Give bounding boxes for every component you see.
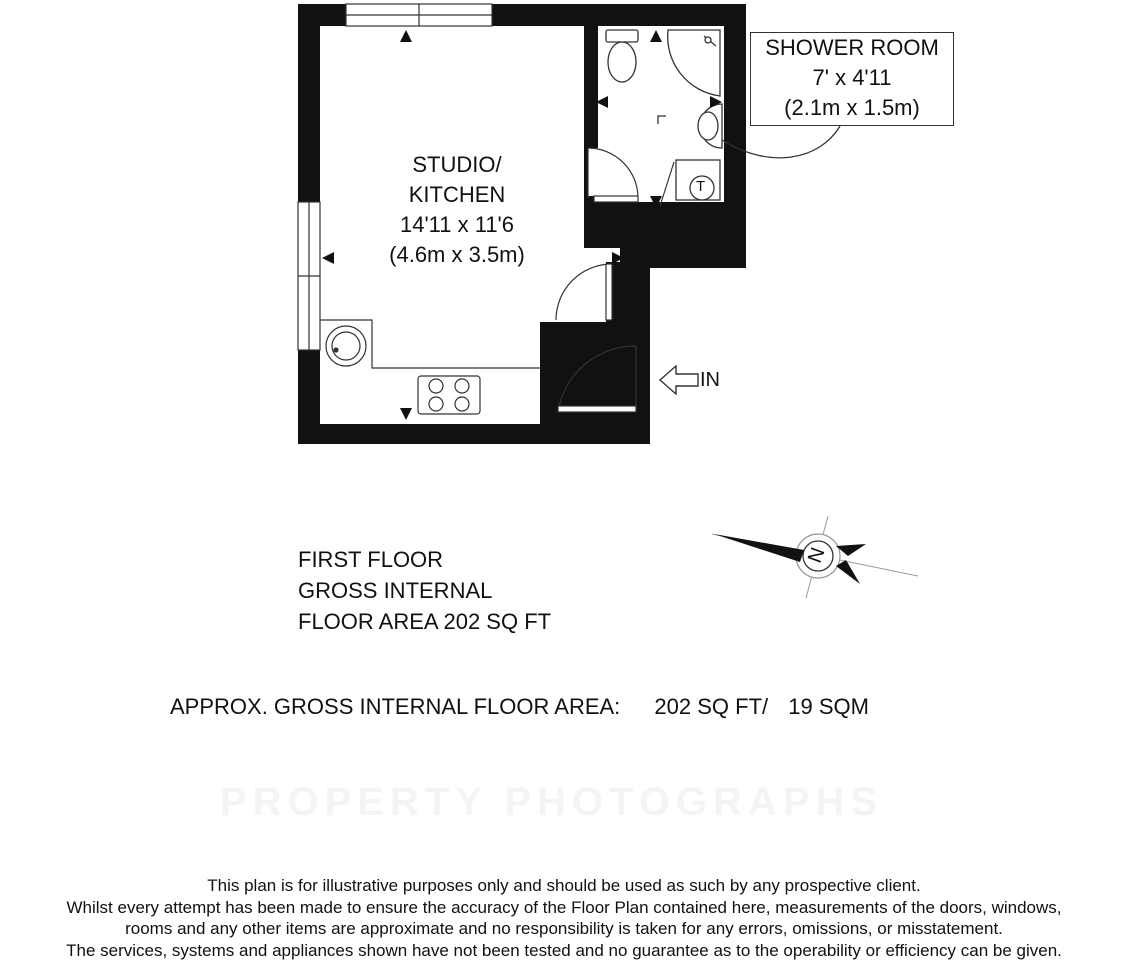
lobby-wall-top — [540, 322, 612, 328]
lobby-wall-left — [540, 322, 556, 444]
disclaimer-line2: Whilst every attempt has been made to en… — [66, 897, 1062, 917]
shower-fixtures — [605, 29, 841, 201]
entrance-arrow-icon — [658, 364, 699, 396]
toilet-cistern — [605, 29, 639, 43]
studio-label: STUDIO/ KITCHEN 14'11 x 11'6 (4.6m x 3.5… — [362, 150, 552, 270]
windows — [297, 3, 493, 351]
partition-wall — [584, 26, 598, 148]
shower-room-label: SHOWER ROOM 7' x 4'11 (2.1m x 1.5m) — [750, 32, 954, 126]
floor-summary-line2: GROSS INTERNAL — [298, 578, 493, 603]
partition-wall-lower — [584, 196, 598, 248]
total-area-label: APPROX. GROSS INTERNAL FLOOR AREA: — [170, 694, 621, 719]
studio-name-line1: STUDIO/ — [412, 152, 502, 177]
total-area-sqft: 202 SQ FT/ — [654, 694, 769, 719]
hob — [417, 375, 481, 415]
shower-room-dims-imperial: 7' x 4'11 — [812, 65, 892, 90]
compass-icon — [711, 515, 919, 599]
floor-summary: FIRST FLOOR GROSS INTERNAL FLOOR AREA 20… — [298, 544, 551, 637]
studio-door-swing — [555, 263, 613, 321]
total-area-sqm: 19 SQM — [788, 694, 869, 719]
tank-circle — [689, 175, 715, 201]
toilet-bowl — [607, 41, 637, 83]
shower-room-name: SHOWER ROOM — [765, 35, 939, 60]
cupboard-door-swing — [659, 161, 675, 207]
kitchen-fixtures — [320, 319, 540, 415]
worktop — [320, 319, 540, 369]
entry-wall-right — [636, 412, 650, 444]
studio-name-line2: KITCHEN — [408, 182, 506, 207]
disclaimer-line4: The services, systems and appliances sho… — [66, 940, 1062, 960]
watermark: PROPERTY PHOTOGRAPHS — [220, 780, 884, 824]
shower-door-swing — [587, 147, 639, 199]
doors — [555, 147, 675, 413]
floor-summary-line3: FLOOR AREA 202 SQ FT — [298, 609, 552, 634]
studio-dims-imperial: 14'11 x 11'6 — [399, 212, 514, 237]
studio-dims-metric: (4.6m x 3.5m) — [389, 242, 525, 267]
lobby-wall-right — [626, 268, 650, 348]
shower-room-dims-metric: (2.1m x 1.5m) — [784, 95, 920, 120]
disclaimer-line3: rooms and any other items are approximat… — [125, 919, 1003, 938]
disclaimer: This plan is for illustrative purposes o… — [0, 875, 1128, 961]
entrance-label: IN — [700, 369, 720, 391]
floor-summary-line1: FIRST FLOOR — [298, 547, 444, 572]
measurement-markers — [322, 30, 722, 420]
shower-room-pointer — [721, 125, 841, 159]
entry-door-swing — [557, 345, 637, 413]
shower-tray — [666, 29, 721, 97]
disclaimer-line1: This plan is for illustrative purposes o… — [207, 876, 921, 895]
tank-symbol: T — [696, 178, 706, 195]
walls — [298, 4, 746, 444]
total-area: APPROX. GROSS INTERNAL FLOOR AREA: 202 S… — [170, 694, 869, 720]
